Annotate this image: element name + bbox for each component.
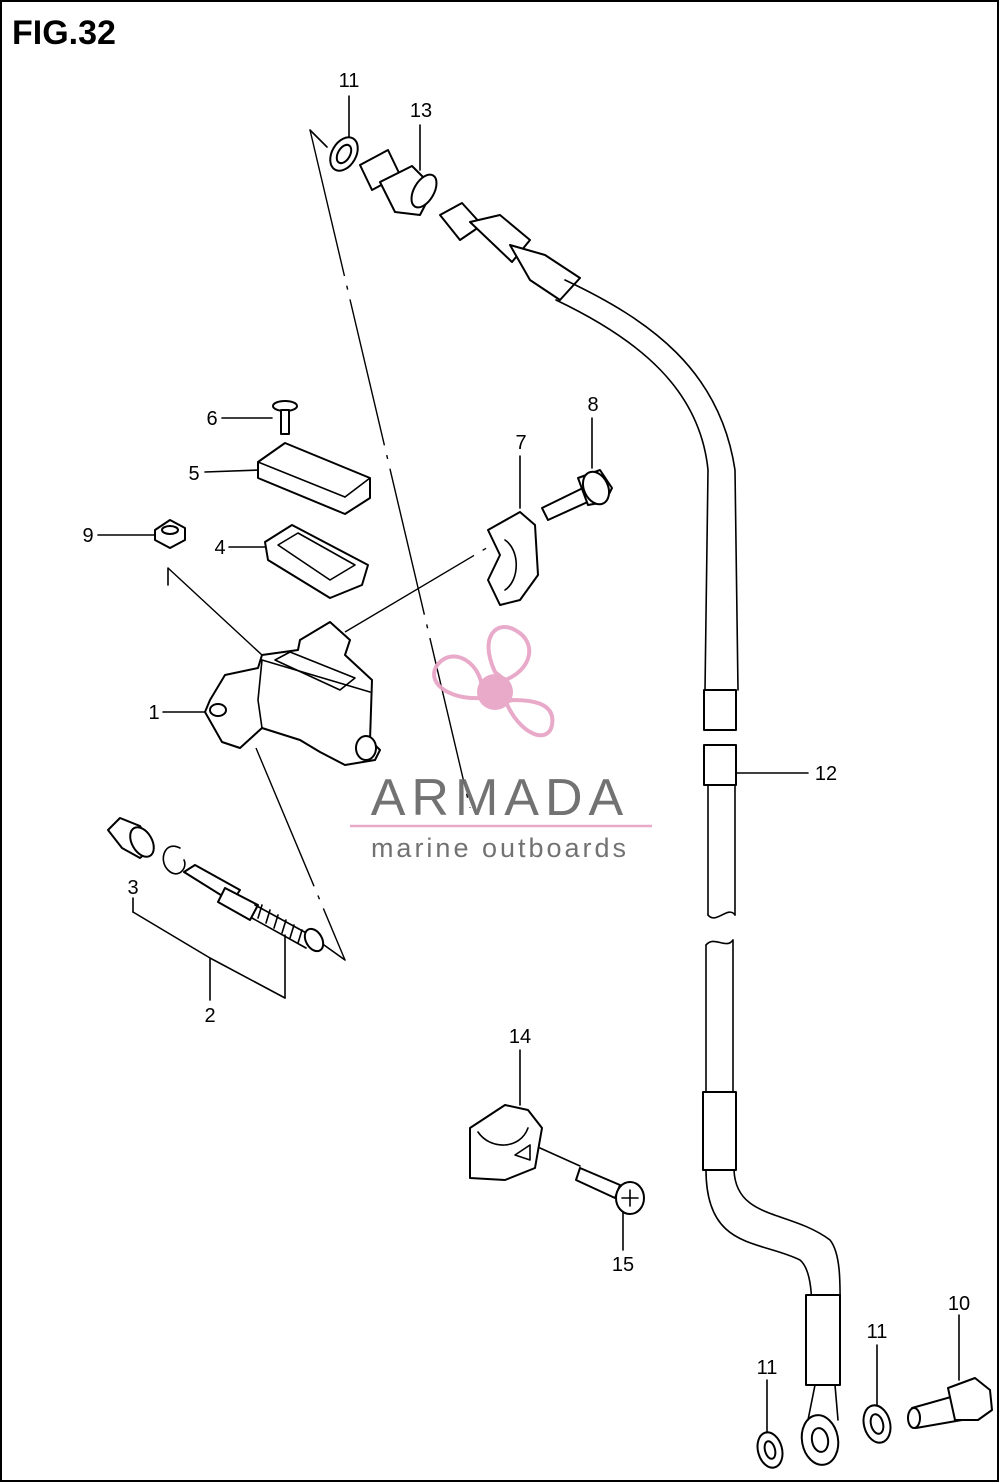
part-8-bolt [541,469,613,521]
part-6-screw [272,400,298,435]
part-12-brake-hose [439,202,841,1466]
part-2-piston-set [183,864,325,953]
part-15-bolt [575,1167,645,1215]
leader-lines [97,95,960,1433]
figure-title: FIG.32 [12,14,116,52]
part-1-master-cylinder [204,621,381,766]
part-13-hose-joint [359,149,438,216]
part-11-washer-left [756,1431,784,1469]
watermark: ARMADA marine outboards [350,624,652,863]
callout-13: 13 [410,100,432,122]
part-11-washer-right [862,1404,892,1444]
callout-11-top: 11 [339,70,360,92]
callout-8: 8 [587,394,598,416]
callout-11-left: 11 [757,1357,778,1379]
callout-2: 2 [204,1005,215,1027]
callout-12: 12 [815,763,837,785]
part-5-reservoir-cap [257,442,371,515]
callout-4: 4 [214,537,225,559]
callout-5: 5 [188,463,199,485]
callout-15: 15 [612,1254,634,1276]
part-4-diaphragm [264,524,369,599]
propeller-logo-icon [432,624,555,738]
callout-11-right: 11 [867,1321,888,1343]
callout-9: 9 [82,525,93,547]
watermark-tagline: marine outboards [371,833,629,863]
part-7-holder [487,511,539,606]
callout-6: 6 [206,408,217,430]
callout-10: 10 [948,1293,970,1315]
callout-3: 3 [127,877,138,899]
part-14-clamp [469,1104,543,1181]
part-10-union-bolt [907,1377,993,1429]
part-3-boot [107,817,186,875]
callout-1: 1 [148,702,159,724]
callout-labels: 11 13 6 5 8 7 9 4 1 12 3 2 14 15 10 11 1… [82,70,970,1379]
part-11-washer-top [329,136,359,172]
callout-14: 14 [509,1026,531,1048]
callout-7: 7 [515,432,526,454]
watermark-brand: ARMADA [371,769,629,827]
part-9-nut [154,519,186,549]
